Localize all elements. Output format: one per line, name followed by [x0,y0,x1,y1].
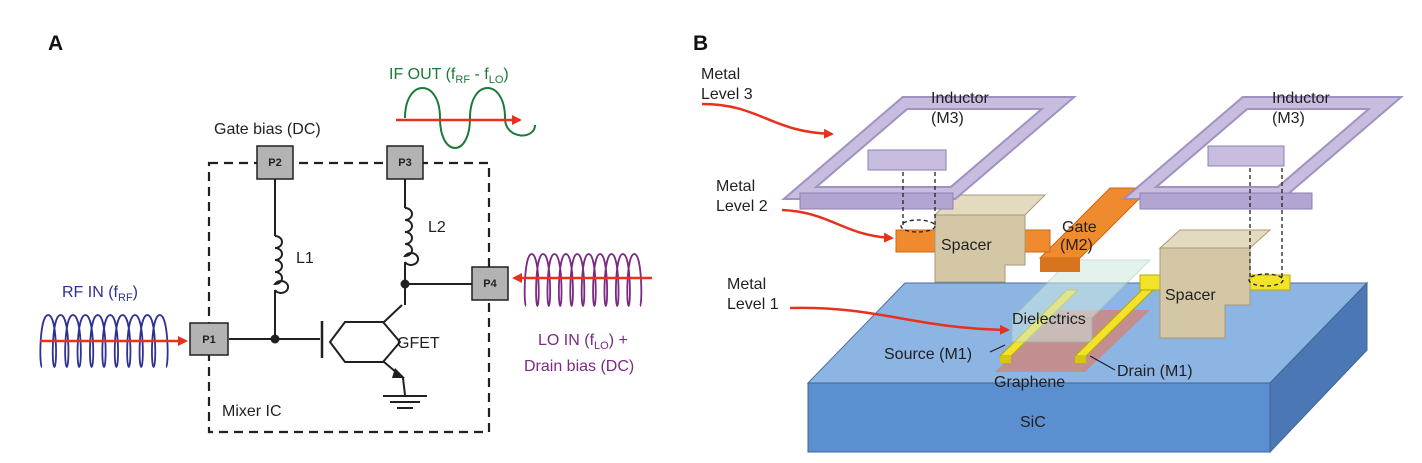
metal2-arrow [781,208,894,243]
svg-text:P1: P1 [202,334,215,346]
graphene-label: Graphene [994,374,1065,391]
spacer-left-label: Spacer [941,237,992,254]
metal1-label-1: Metal [727,276,766,293]
sic-substrate-side [1269,281,1368,454]
port-p2: P2 [256,145,294,180]
mixer-ic-boundary [207,161,491,434]
source-label: Source (M1) [884,346,972,363]
junction-dot-drain [400,279,410,289]
gate-bias-label: Gate bias (DC) [214,121,321,138]
inductor-left-label-2: (M3) [931,110,964,127]
metal3-label-1: Metal [701,66,740,83]
svg-text:P2: P2 [268,157,281,169]
drain-contact-front [1075,356,1086,363]
dielectrics-front [1011,317,1093,343]
dielectrics-label: Dielectrics [1012,311,1086,328]
metal2-label-1: Metal [716,178,755,195]
lo-in-label: LO IN (fLO) + [538,332,628,352]
spacer-right-top [1158,229,1272,249]
gfet-label: GFET [397,335,440,352]
metal1-label-2: Level 1 [727,296,779,313]
rf-in-label: RF IN (fRF) [62,284,138,304]
drain-leader [1089,355,1116,371]
if-out-wave [404,87,536,149]
sic-label: SiC [1020,414,1046,431]
spacer-right-label: Spacer [1165,287,1216,304]
gfet-source-arrow [392,368,405,378]
if-out-label: IF OUT (fRF - fLO) [389,66,509,86]
inductor-l1 [273,235,289,294]
metal2-label-2: Level 2 [716,198,768,215]
inductor-left-label-1: Inductor [931,90,989,107]
svg-text:P4: P4 [483,278,497,290]
l2-label: L2 [428,219,446,236]
port-p4: P4 [471,266,509,301]
inductor-right-label-2: (M3) [1272,110,1305,127]
junction-dot-gate [270,334,280,344]
panel-b: B SiC Graphene Dielectrics Source (M1) D… [693,32,1404,454]
gate-label-line2: (M2) [1060,237,1093,254]
inductor-left-m3 [781,96,1077,210]
gfet-hexagon [328,321,402,363]
metal3-arrow [701,102,834,139]
rf-in-wave [39,314,169,368]
panel-a: A L1 L2 GFET [39,32,652,434]
panel-a-letter: A [48,32,63,55]
metal1-arrow [789,306,1010,335]
gate-m2-front [1040,258,1080,272]
source-leader [989,344,1006,353]
drain-bias-label: Drain bias (DC) [524,358,634,375]
inductor-right-m3 [1121,96,1404,210]
svg-text:P3: P3 [398,157,411,169]
via-right-ring [1248,273,1284,287]
ground-icon [383,395,427,409]
inductor-right-label-1: Inductor [1272,90,1330,107]
gate-label-line1: Gate [1062,219,1097,236]
port-p1: P1 [189,322,229,356]
via-left-ring [900,219,936,233]
l1-label: L1 [296,250,314,267]
mixer-ic-label: Mixer IC [222,403,282,420]
drain-label: Drain (M1) [1117,363,1193,380]
spacer-left-front [934,214,1026,283]
lo-in-wave [523,253,643,307]
inductor-l2 [403,207,419,266]
source-contact-front [1000,356,1011,363]
metal3-label-2: Level 3 [701,86,753,103]
port-p3: P3 [386,145,424,180]
panel-b-letter: B [693,32,708,55]
